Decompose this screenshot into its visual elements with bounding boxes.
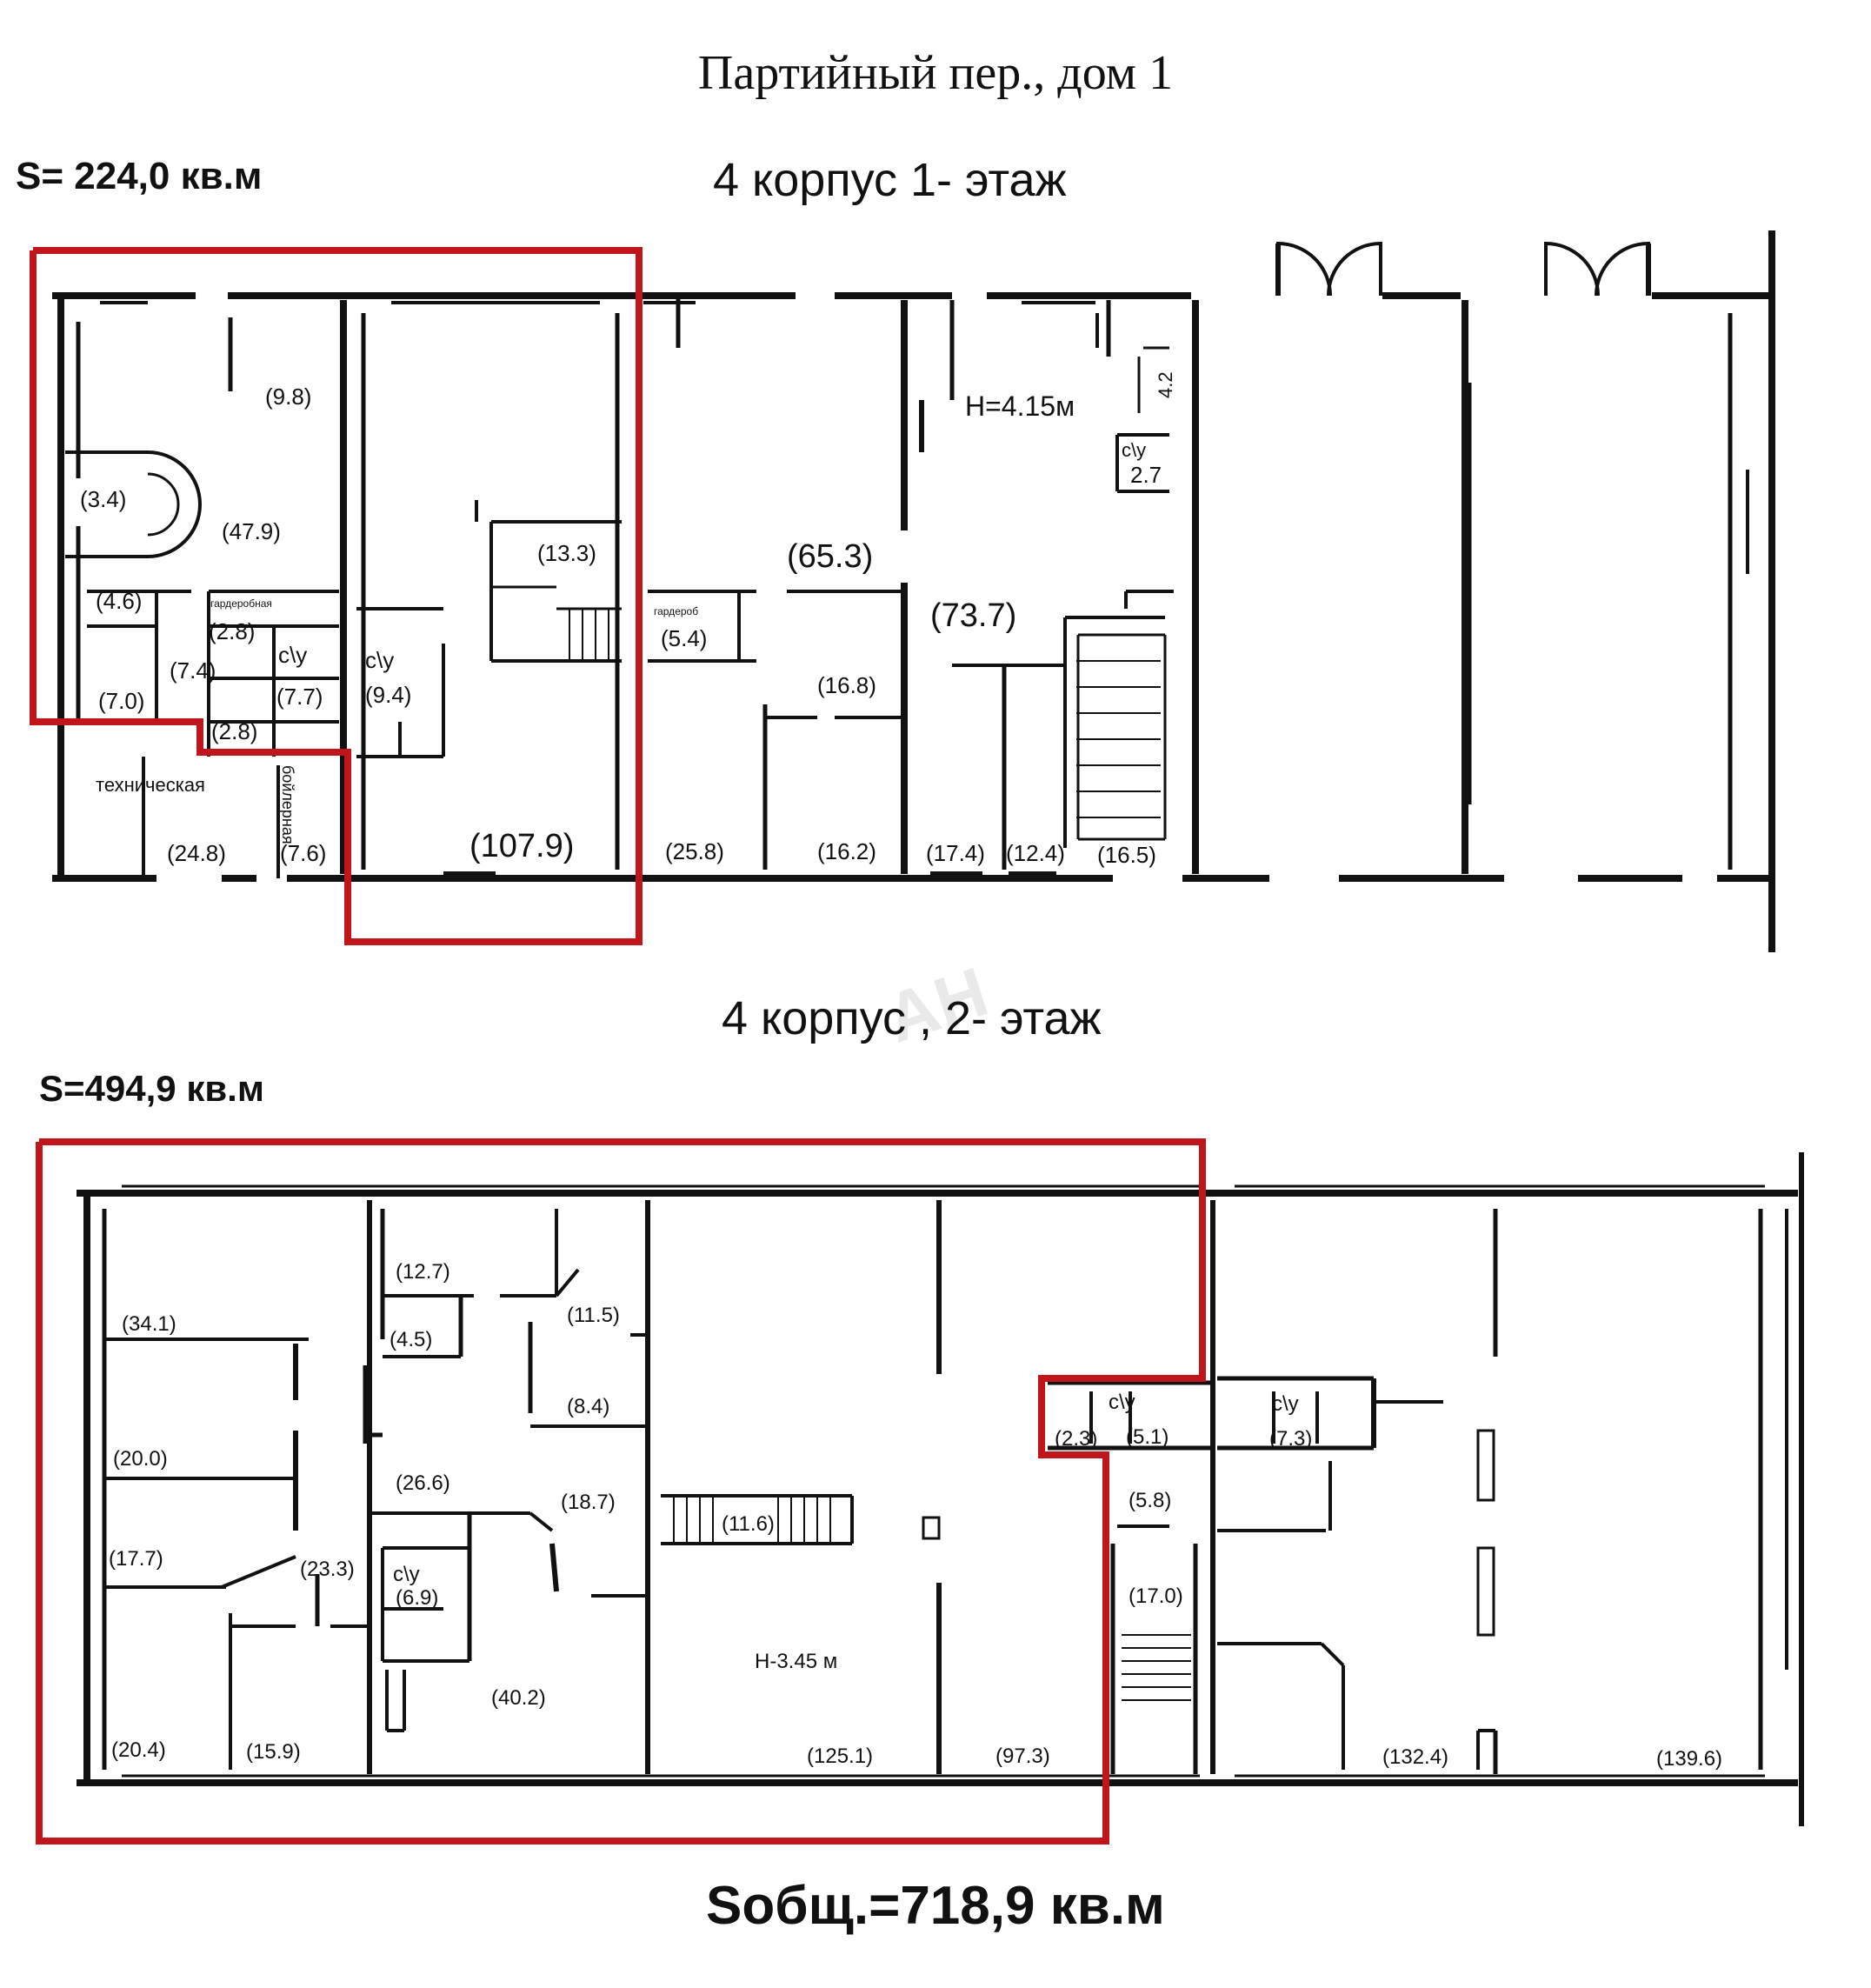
wc-label: с\у	[1122, 439, 1146, 461]
room-label: (12.4)	[1006, 840, 1065, 866]
room-label: (7.6)	[280, 840, 326, 866]
room-label: (23.3)	[300, 1558, 355, 1581]
room-label: (7.7)	[276, 684, 323, 710]
room-label: (25.8)	[665, 838, 724, 864]
room-label: (4.5)	[390, 1328, 432, 1351]
room-label: (13.3)	[537, 540, 596, 566]
room-label: (4.6)	[96, 588, 142, 614]
room-label: (34.1)	[122, 1312, 176, 1336]
room-label: (7.4)	[170, 657, 216, 684]
room-label: (7.0)	[98, 688, 144, 714]
room-label: (8.4)	[567, 1395, 609, 1418]
room-label: (2.8)	[211, 718, 257, 744]
floor1-area: S= 224,0 кв.м	[16, 155, 263, 197]
room-label: (9.8)	[265, 384, 311, 410]
room-label: (2.3)	[1055, 1427, 1097, 1451]
room-label: (9.4)	[365, 682, 411, 708]
floor1-highlight-outline	[30, 247, 643, 945]
room-label: (11.5)	[567, 1304, 620, 1327]
room-label: (3.4)	[80, 486, 126, 512]
room-label: (16.8)	[817, 672, 876, 698]
room-label: (125.1)	[807, 1745, 873, 1768]
room-label: (65.3)	[787, 538, 873, 575]
wc-label: с\у	[278, 642, 307, 668]
room-label: (18.7)	[561, 1491, 616, 1514]
floor2-walls	[77, 1152, 1804, 1826]
room-label: (17.7)	[109, 1547, 163, 1571]
wc-label: с\у	[1109, 1391, 1135, 1414]
room-label: (5.4)	[661, 625, 707, 651]
floor1-title: 4 корпус 1- этаж	[713, 154, 1067, 206]
wc-label: с\у	[393, 1563, 420, 1586]
height-label: H=4.15м	[965, 390, 1075, 422]
room-label: (5.1)	[1126, 1425, 1169, 1449]
wardrobe-label: гардероб	[654, 605, 698, 617]
room-label: (24.8)	[167, 840, 226, 866]
floor2-room-labels: (12.7) (11.5) (34.1) (4.5) (8.4) (20.0) …	[109, 1260, 1722, 1771]
room-label: (16.5)	[1097, 842, 1156, 868]
room-label: (26.6)	[396, 1471, 450, 1495]
floor2-highlight-outline	[36, 1138, 1206, 1845]
floor2-title: 4 корпус , 2- этаж	[722, 992, 1102, 1044]
floor1-walls	[52, 230, 1775, 952]
room-label: (6.9)	[396, 1586, 438, 1610]
room-label: (2.8)	[209, 618, 255, 644]
room-label: 4.2	[1155, 371, 1176, 398]
technical-label: техническая	[96, 774, 205, 796]
room-label: (97.3)	[995, 1745, 1050, 1768]
room-label: (20.4)	[111, 1738, 166, 1762]
room-label: (17.4)	[926, 840, 985, 866]
room-label: 2.7	[1130, 462, 1162, 488]
boiler-label: бойлерная	[279, 765, 296, 844]
address-title: Партийный пер., дом 1	[697, 46, 1174, 100]
wc-label: с\у	[365, 647, 394, 673]
room-label: (107.9)	[469, 828, 574, 864]
room-label: (16.2)	[817, 838, 876, 864]
room-label: (47.9)	[222, 518, 281, 544]
room-label: (132.4)	[1382, 1745, 1448, 1769]
wc-label: с\у	[1272, 1392, 1299, 1416]
room-label: (7.3)	[1269, 1427, 1312, 1451]
room-label: (15.9)	[246, 1740, 301, 1764]
room-label: (73.7)	[930, 597, 1016, 634]
room-label: (17.0)	[1129, 1584, 1183, 1608]
height-label: H-3.45 м	[755, 1650, 837, 1673]
room-label: (5.8)	[1129, 1489, 1171, 1512]
room-label: (139.6)	[1656, 1747, 1722, 1771]
room-label: (12.7)	[396, 1260, 450, 1284]
floor2-area: S=494,9 кв.м	[39, 1068, 264, 1109]
wardrobe-label: гардеробная	[210, 597, 272, 610]
room-label: (40.2)	[491, 1686, 546, 1710]
floor1-room-labels: (9.8) (3.4) (47.9) (13.3) (65.3) (73.7) …	[80, 371, 1176, 868]
room-label: (11.6)	[722, 1512, 775, 1536]
total-area: Sобщ.=718,9 кв.м	[706, 1876, 1165, 1936]
room-label: (20.0)	[113, 1447, 168, 1471]
